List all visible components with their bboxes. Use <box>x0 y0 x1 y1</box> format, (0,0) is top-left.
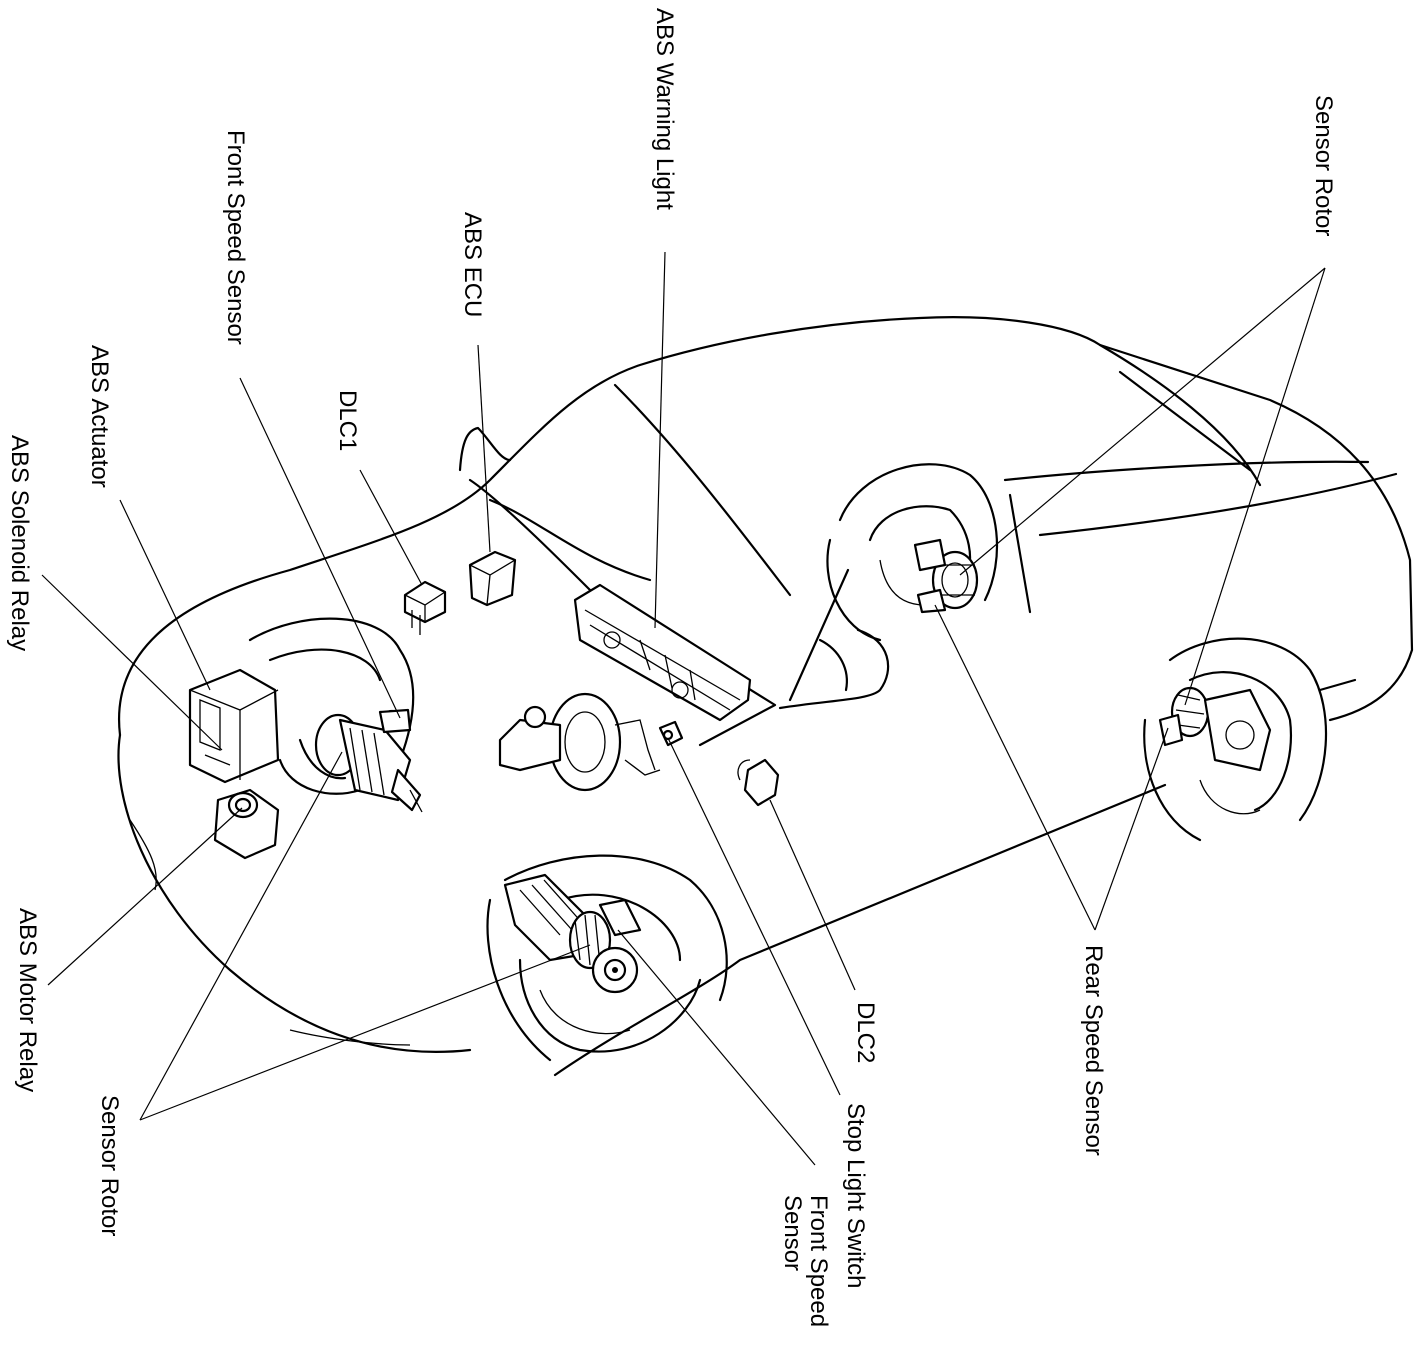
label-abs-warning-light: ABS Warning Light <box>651 8 678 210</box>
label-dlc2: DLC2 <box>852 1002 879 1063</box>
label-abs-actuator: ABS Actuator <box>86 345 113 488</box>
label-sensor-rotor-bottom: Sensor Rotor <box>96 1095 123 1236</box>
label-stop-light-switch: Stop Light Switch <box>842 1103 869 1288</box>
abs-ecu-box <box>468 550 517 607</box>
car-body <box>117 316 1414 1077</box>
rear-right-wheel <box>1143 637 1328 842</box>
front-right-wheel <box>486 854 728 1062</box>
front-left-wheel <box>248 617 415 795</box>
front-right-axle <box>503 873 642 994</box>
label-abs-ecu: ABS ECU <box>459 212 486 317</box>
abs-actuator <box>188 668 280 784</box>
label-sensor-rotor-top: Sensor Rotor <box>1310 95 1337 236</box>
brake-booster <box>498 692 661 792</box>
label-abs-motor-relay: ABS Motor Relay <box>14 908 41 1092</box>
label-abs-solenoid-relay: ABS Solenoid Relay <box>6 435 33 651</box>
label-front-speed-sensor-bottom-1: Front Speed <box>805 1195 832 1327</box>
instrument-panel <box>573 583 752 722</box>
label-dlc1: DLC1 <box>334 390 361 451</box>
rear-left-wheel <box>826 463 999 642</box>
dlc2-connector <box>737 758 780 807</box>
stop-light-switch <box>658 720 684 747</box>
leader-lines <box>41 251 1326 1166</box>
label-front-speed-sensor-bottom-2: Sensor <box>779 1195 806 1271</box>
abs-motor-relay <box>213 788 280 860</box>
front-left-axle <box>314 708 423 813</box>
label-rear-speed-sensor: Rear Speed Sensor <box>1080 945 1107 1156</box>
rear-right-hub <box>1158 686 1272 772</box>
label-front-speed-sensor-top: Front Speed Sensor <box>222 130 249 345</box>
dlc1-connector <box>403 580 447 635</box>
rear-left-hub <box>913 538 979 614</box>
